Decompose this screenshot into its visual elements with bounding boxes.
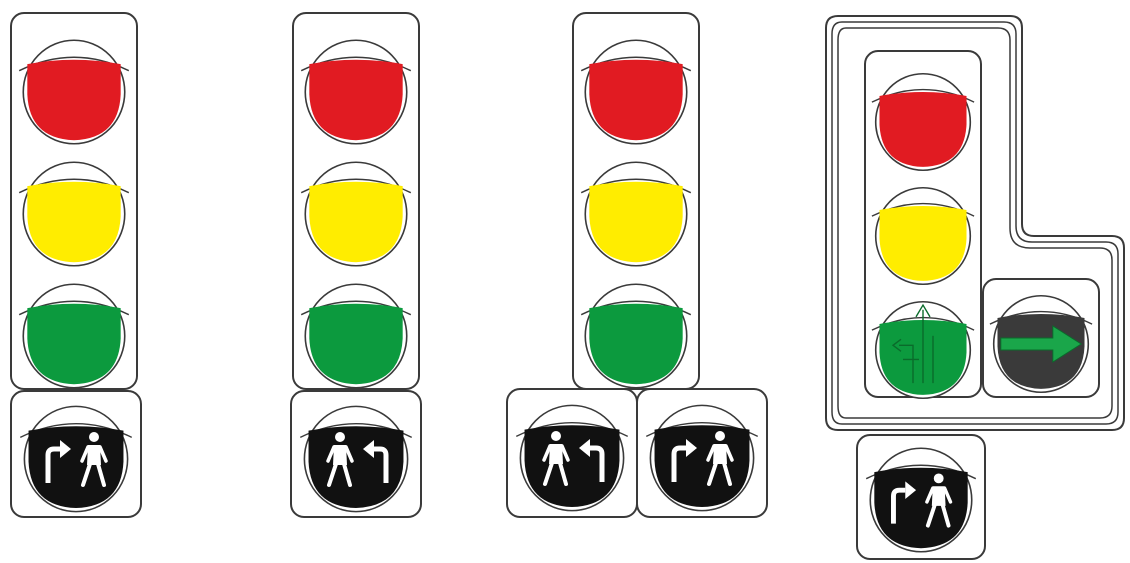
yellow-lamp (868, 176, 978, 288)
yellow-lamp (577, 150, 695, 270)
pedestrian-left-turn-arrow-icon (512, 395, 632, 513)
green-right-arrow-icon (986, 284, 1096, 396)
red-lamp (297, 28, 415, 148)
pedestrian-left-turn-arrow-icon (296, 396, 416, 514)
red-lamp (868, 62, 978, 174)
green-lane-arrows-lamp (868, 290, 978, 402)
green-lamp (15, 272, 133, 392)
red-lamp (15, 28, 133, 148)
green-lamp (297, 272, 415, 392)
right-turn-arrow-pedestrian-icon (862, 438, 980, 554)
yellow-lamp (297, 150, 415, 270)
green-lamp (577, 272, 695, 392)
right-turn-arrow-pedestrian-icon (16, 396, 136, 514)
right-turn-arrow-pedestrian-icon (642, 395, 762, 513)
red-lamp (577, 28, 695, 148)
yellow-lamp (15, 150, 133, 270)
